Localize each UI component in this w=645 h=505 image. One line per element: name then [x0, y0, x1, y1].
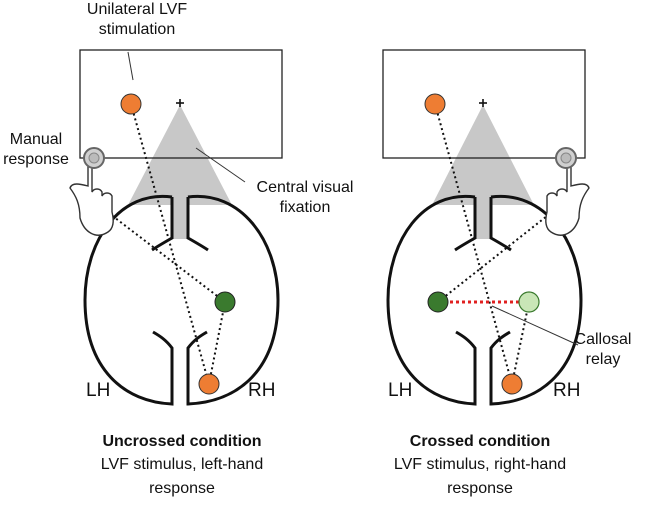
- panel-uncrossed: [69, 49, 283, 406]
- rh-node: [214, 291, 236, 313]
- fixation-label: Central visual fixation: [240, 178, 370, 218]
- callosal-relay-label: Callosal relay: [568, 330, 638, 370]
- right-panel-rh-label: RH: [553, 380, 581, 401]
- callosum-stem: [476, 197, 490, 239]
- right-panel-title: Crossed condition: [409, 433, 551, 450]
- fixation-cross-icon: [176, 99, 184, 107]
- right-panel-caption-line2: response: [447, 480, 513, 497]
- left-hand-icon: [69, 147, 114, 236]
- stimulation-label-line2: stimulation: [98, 21, 176, 38]
- right-panel-lh-label: LH: [388, 380, 413, 401]
- panel-crossed: [382, 49, 590, 406]
- brain-notch-top: [151, 197, 209, 252]
- stimulation-label: Unilateral LVF stimulation: [72, 0, 202, 40]
- callosum-stem: [173, 197, 187, 239]
- right-hand-icon: [545, 147, 590, 236]
- left-panel-rh-label: RH: [248, 380, 276, 401]
- left-panel-lh-label: LH: [86, 380, 111, 401]
- stimulus-dot: [424, 93, 446, 115]
- callosal-pointer: [491, 305, 579, 346]
- left-panel-caption-line1: LVF stimulus, left-hand: [100, 456, 264, 473]
- left-panel-title: Uncrossed condition: [102, 433, 262, 450]
- display-screen: [79, 49, 283, 159]
- manual-response-label: Manual response: [0, 130, 72, 170]
- fixation-cross-icon: [479, 99, 487, 107]
- stimulus-dot: [120, 93, 142, 115]
- pathways: [434, 103, 567, 385]
- fixation-pointer: [195, 147, 246, 183]
- pathways: [92, 103, 226, 385]
- manual-response-label-line2: response: [3, 151, 69, 168]
- fixation-label-line2: fixation: [279, 199, 331, 216]
- rh-visual-node: [198, 373, 220, 395]
- stim-pointer: [127, 51, 134, 81]
- rh-visual-node: [501, 373, 523, 395]
- brain-outline: [83, 194, 280, 406]
- callosal-relay-label-line1: Callosal: [574, 331, 632, 348]
- callosal-relay-label-line2: relay: [585, 351, 621, 368]
- left-panel-caption-line2: response: [149, 480, 215, 497]
- lh-node: [427, 291, 449, 313]
- fixation-cone: [432, 105, 534, 205]
- rh-relay-node: [518, 291, 540, 313]
- brain-outline: [386, 194, 583, 406]
- stimulation-label-line1: Unilateral LVF: [86, 1, 188, 18]
- manual-response-label-line1: Manual: [9, 131, 63, 148]
- fixation-cone: [128, 105, 232, 205]
- right-panel-caption-line1: LVF stimulus, right-hand: [393, 456, 567, 473]
- brain-notch-top: [454, 197, 512, 252]
- fixation-label-line1: Central visual: [256, 179, 354, 196]
- display-screen: [382, 49, 586, 159]
